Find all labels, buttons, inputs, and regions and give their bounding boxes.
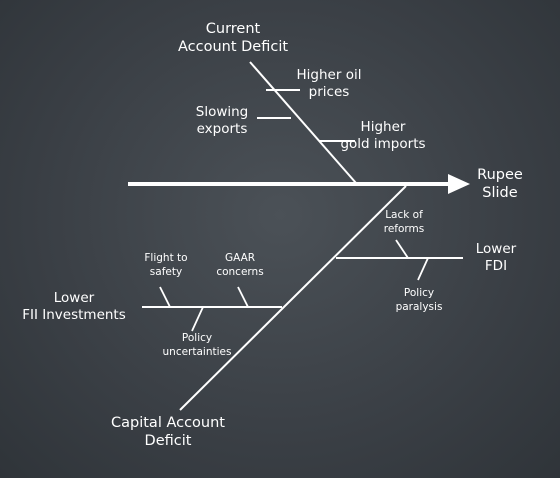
higher-gold-label: Higher gold imports: [335, 119, 431, 153]
flight-to-safety-line2: safety: [149, 266, 183, 279]
current-account-line1: Current: [205, 21, 261, 37]
policy-uncertainties-line2: uncertainties: [162, 346, 232, 359]
effect-line1: Rupee: [477, 167, 523, 183]
lack-of-reforms-label: Lack of reforms: [374, 208, 434, 236]
spine-arrowhead: [448, 174, 470, 194]
policy-paralysis-line1: Policy: [403, 287, 435, 299]
policy-uncertainties-line1: Policy: [181, 332, 213, 344]
lack-of-reforms-line2: reforms: [383, 223, 425, 236]
capital-account-bone: [179, 185, 407, 411]
policy-uncertainties-twig: [191, 306, 204, 332]
flight-to-safety-twig: [159, 286, 171, 308]
flight-to-safety-line1: Flight to: [144, 252, 188, 264]
slowing-exports-label: Slowing exports: [186, 104, 258, 138]
higher-gold-line2: gold imports: [340, 135, 426, 152]
lower-fdi-line2: FDI: [484, 257, 508, 274]
lower-fii-line1: Lower: [53, 290, 95, 306]
lower-fdi-label: Lower FDI: [466, 241, 526, 275]
flight-to-safety-label: Flight to safety: [136, 251, 196, 279]
policy-uncertainties-label: Policy uncertainties: [156, 331, 238, 359]
capital-account-line2: Deficit: [144, 433, 192, 450]
lower-fdi-line1: Lower: [475, 241, 517, 257]
policy-paralysis-label: Policy paralysis: [389, 286, 449, 314]
slowing-exports-line1: Slowing: [195, 104, 249, 120]
higher-oil-line1: Higher oil: [296, 67, 362, 83]
higher-oil-label: Higher oil prices: [289, 67, 369, 101]
capital-account-label: Capital Account Deficit: [102, 414, 234, 450]
gaar-concerns-line1: GAAR: [224, 252, 256, 264]
slowing-exports-line2: exports: [196, 120, 248, 137]
gaar-concerns-label: GAAR concerns: [210, 251, 270, 279]
lower-fii-label: Lower FII Investments: [10, 290, 138, 324]
lower-fii-line2: FII Investments: [22, 306, 126, 323]
capital-account-line1: Capital Account: [111, 415, 225, 431]
lack-of-reforms-twig: [395, 239, 409, 259]
current-account-label: Current Account Deficit: [165, 20, 301, 56]
gaar-concerns-twig: [237, 286, 249, 308]
lack-of-reforms-line1: Lack of: [385, 209, 423, 221]
policy-paralysis-twig: [417, 257, 429, 281]
higher-gold-line1: Higher: [360, 119, 406, 135]
gaar-concerns-line2: concerns: [216, 266, 264, 279]
current-account-bone: [249, 61, 357, 184]
effect-line2: Slide: [482, 185, 518, 202]
higher-oil-line2: prices: [308, 83, 350, 100]
policy-paralysis-line2: paralysis: [395, 301, 443, 314]
effect-label: Rupee Slide: [470, 166, 530, 202]
current-account-line2: Account Deficit: [177, 39, 289, 56]
